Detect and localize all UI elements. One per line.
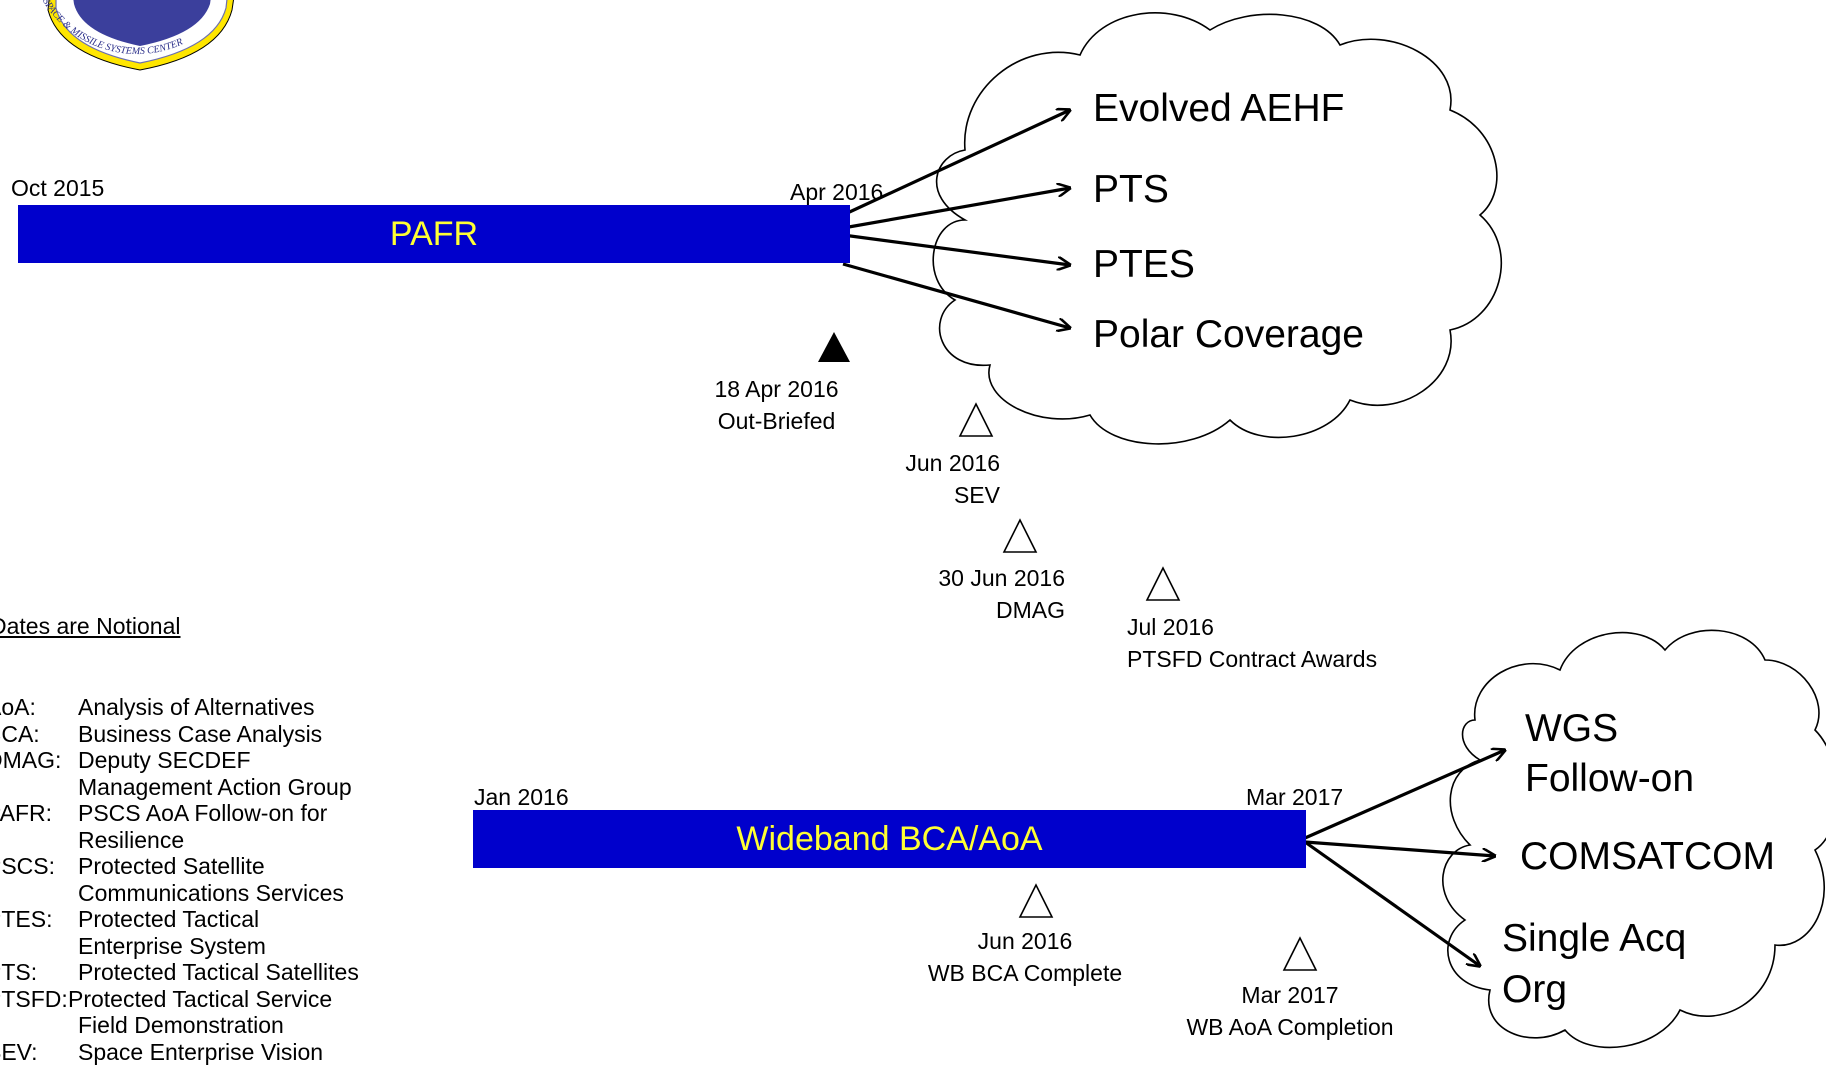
legend-definition: Analysis of Alternatives xyxy=(78,694,315,720)
arrow-to-ptes xyxy=(842,233,1070,265)
milestone-date: Mar 2017 xyxy=(1241,982,1339,1008)
legend-abbr: PTS: xyxy=(0,959,38,985)
milestone-marker-wb-aoa xyxy=(1282,936,1318,971)
bottom-end-date: Mar 2017 xyxy=(1246,784,1344,810)
top-cloud xyxy=(932,12,1503,445)
wideband-bar-label: Wideband BCA/AoA xyxy=(736,819,1043,858)
milestone-event: Out-Briefed xyxy=(717,408,836,434)
outcome-wgs: WGS xyxy=(1525,707,1619,750)
milestone-date: 30 Jun 2016 xyxy=(938,565,1065,591)
legend-definition: Deputy SECDEF xyxy=(78,747,251,773)
pafr-bar: PAFR xyxy=(18,205,850,263)
legend-abbr: PAFR: xyxy=(0,800,53,826)
wideband-bar: Wideband BCA/AoA xyxy=(473,810,1306,868)
bottom-cloud xyxy=(1442,629,1826,1049)
milestone-marker-ptsfd xyxy=(1145,566,1181,601)
outcome-evolved-aehf: Evolved AEHF xyxy=(1093,87,1345,130)
outcome-org: Org xyxy=(1502,968,1568,1011)
milestone-wb-bca: Jun 2016 WB BCA Complete xyxy=(900,928,1150,986)
arrow-to-single-acq xyxy=(1304,840,1480,966)
legend-definition: Protected Tactical Service xyxy=(68,985,333,1012)
milestone-marker-sev xyxy=(958,402,994,437)
outcome-single-acq: Single Acq xyxy=(1502,917,1687,960)
milestone-marker-out-briefed xyxy=(818,332,850,362)
milestone-date: Jun 2016 xyxy=(905,450,1000,476)
dates-notional-note: Dates are Notional xyxy=(0,613,181,639)
milestone-sev: Jun 2016 SEV xyxy=(880,450,1000,508)
sms-center-logo: SPACE & MISSILE SYSTEMS CENTER xyxy=(40,0,235,71)
milestone-markers xyxy=(818,332,1318,971)
arrow-to-wgs xyxy=(1304,750,1505,840)
legend-definition: Enterprise System xyxy=(78,932,266,959)
legend-definition: Field Demonstration xyxy=(78,1012,284,1038)
milestone-wb-aoa: Mar 2017 WB AoA Completion xyxy=(1160,982,1420,1040)
legend-definition: Protected Satellite xyxy=(78,853,265,879)
milestone-event: PTSFD Contract Awards xyxy=(1127,646,1378,672)
milestone-ptsfd: Jul 2016 PTSFD Contract Awards xyxy=(1127,614,1377,672)
outcome-polar-coverage: Polar Coverage xyxy=(1093,313,1364,356)
milestone-event: WB BCA Complete xyxy=(927,960,1123,986)
milestone-date: 18 Apr 2016 xyxy=(714,376,839,402)
outcome-comsatcom: COMSATCOM xyxy=(1520,835,1775,878)
legend-abbr: DMAG: xyxy=(0,747,62,773)
top-start-date: Oct 2015 xyxy=(11,175,105,201)
bottom-arrows xyxy=(1304,750,1505,966)
legend-definition: Resilience xyxy=(78,826,185,853)
outcome-pts: PTS xyxy=(1093,168,1169,211)
arrow-to-pts xyxy=(842,188,1070,230)
legend-definition: Management Action Group xyxy=(78,773,352,800)
legend-abbr: AoA: xyxy=(0,694,36,720)
milestone-date: Jul 2016 xyxy=(1127,614,1214,640)
legend-definition: PSCS AoA Follow-on for xyxy=(78,800,328,826)
legend-abbr: BCA: xyxy=(0,720,40,747)
milestone-out-briefed: 18 Apr 2016 Out-Briefed xyxy=(700,376,853,434)
outcome-ptes: PTES xyxy=(1093,243,1195,286)
pafr-bar-label: PAFR xyxy=(389,214,479,253)
legend-definition: Business Case Analysis xyxy=(78,720,323,747)
top-arrows xyxy=(842,110,1070,328)
legend-definition: Protected Tactical xyxy=(78,906,260,932)
legend-definition: Protected Tactical Satellites xyxy=(78,959,359,985)
top-end-date: Apr 2016 xyxy=(790,179,884,205)
milestone-event: WB AoA Completion xyxy=(1186,1014,1394,1040)
arrow-to-evolved-aehf xyxy=(842,110,1070,217)
milestone-event: SEV xyxy=(953,482,1000,508)
legend-abbr: SEV: xyxy=(0,1038,38,1065)
legend-definition: Space Enterprise Vision xyxy=(78,1038,324,1065)
outcome-follow-on: Follow-on xyxy=(1525,757,1695,800)
legend-definition: Communications Services xyxy=(78,879,344,906)
bottom-start-date: Jan 2016 xyxy=(474,784,569,810)
legend-abbr: PSCS: xyxy=(0,853,56,879)
milestone-event: DMAG xyxy=(996,597,1065,623)
milestone-date: Jun 2016 xyxy=(977,928,1073,954)
arrow-to-polar-coverage xyxy=(842,262,1070,328)
milestone-marker-dmag xyxy=(1002,518,1038,553)
milestone-marker-wb-bca xyxy=(1018,883,1054,918)
legend-abbr: PTSFD: xyxy=(0,985,68,1012)
legend-abbr: PTES: xyxy=(0,906,53,932)
milestone-dmag: 30 Jun 2016 DMAG xyxy=(915,565,1065,623)
arrow-to-comsatcom xyxy=(1304,840,1495,856)
